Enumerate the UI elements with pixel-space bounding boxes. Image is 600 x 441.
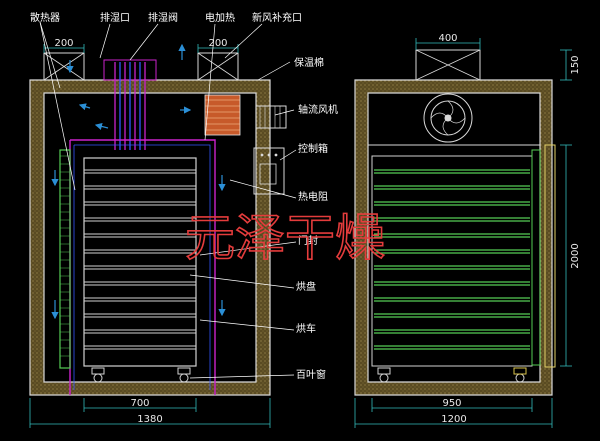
left-cart [83,157,197,367]
label-louver: 百叶窗 [296,368,326,381]
left-fresh-air-box [197,52,239,81]
right-top-box [415,49,481,81]
right-trays [374,169,530,350]
left-radiator-box [43,52,85,81]
right-dimensions [354,38,572,428]
leader-lines [39,21,297,379]
label-radiator: 散热器 [30,11,60,24]
control-box [253,147,285,195]
left-labels: 散热器 排湿口 排湿阀 电加热 新风补充口 保温棉 轴流风机 控制箱 热电阻 门… [30,11,338,381]
label-fresh-air-port: 新风补充口 [252,11,302,24]
axial-fan-unit [204,94,287,136]
heater-frame [69,139,216,395]
label-exhaust-port: 排湿口 [100,11,130,24]
dim-right-top: 400 [438,33,457,44]
label-electric-heating: 电加热 [205,11,235,24]
label-drying-tray: 烘盘 [296,280,316,293]
dim-left-bottom-inner: 700 [130,398,149,409]
exhaust-ducts [114,62,146,150]
dim-left-top-b: 200 [208,38,227,49]
right-view: 400 150 2000 950 1200 [354,33,581,428]
label-exhaust-valve: 排湿阀 [148,11,178,24]
left-dimensions [29,44,271,428]
right-fan [423,93,473,143]
dim-right-side-height: 2000 [570,243,581,268]
right-wall-insulation [354,79,553,396]
left-cart-wheels [91,367,191,383]
right-cart-wheels [377,367,527,383]
dim-left-bottom-outer: 1380 [137,414,162,425]
label-control-box: 控制箱 [298,142,328,155]
right-cart [371,155,533,367]
radiator-column [59,149,71,369]
dim-right-bottom-inner: 950 [442,398,461,409]
dim-right-bottom-outer: 1200 [441,414,466,425]
dim-right-side-top: 150 [570,55,581,74]
label-insulation: 保温棉 [294,56,324,69]
left-trays [84,169,196,350]
airflow-arrows [51,43,226,320]
right-door-frame [544,144,556,368]
left-wall-insulation [29,79,271,396]
label-axial-fan: 轴流风机 [298,103,338,116]
dim-left-top-a: 200 [54,38,73,49]
label-drying-cart: 烘车 [296,322,316,335]
label-door-seal: 门封 [298,234,318,247]
label-thermistor: 热电阻 [298,190,328,203]
watermark: 元泽干燥 [185,209,385,267]
right-side-column [531,149,541,366]
left-view: 200 200 700 1380 散热器 排湿口 排湿阀 电加热 [29,11,338,428]
